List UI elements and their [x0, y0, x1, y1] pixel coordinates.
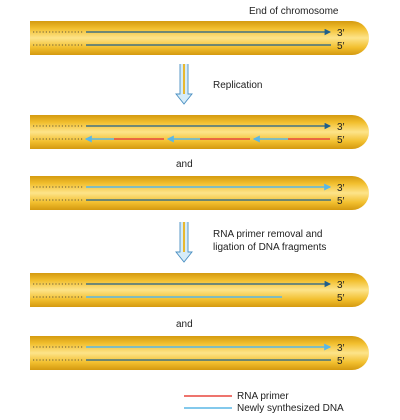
chromosome-daughter-leading: 3′ 5′ — [30, 176, 369, 210]
three-prime-label: 3′ — [337, 343, 345, 354]
three-prime-label: 3′ — [337, 28, 345, 39]
five-prime-label: 5′ — [337, 293, 345, 304]
title-end-of-chromosome: End of chromosome — [249, 6, 339, 17]
five-prime-label: 5′ — [337, 135, 345, 146]
three-prime-label: 3′ — [337, 280, 345, 291]
five-prime-label: 5′ — [337, 196, 345, 207]
five-prime-label: 5′ — [337, 41, 345, 52]
three-prime-label: 3′ — [337, 183, 345, 194]
legend-label-new-dna: Newly synthesized DNA — [237, 403, 344, 414]
chromosome-original: 3′ 5′ — [30, 21, 369, 55]
step-arrow-replication — [175, 64, 193, 105]
step-label-primer-removal-line1: RNA primer removal and — [213, 229, 322, 240]
legend-label-rna-primer: RNA primer — [237, 391, 289, 402]
legend: RNA primer Newly synthesized DNA — [184, 391, 344, 414]
three-prime-label: 3′ — [337, 122, 345, 133]
step-arrow-primer-removal — [175, 222, 193, 263]
and-label: and — [176, 319, 193, 330]
five-prime-label: 5′ — [337, 356, 345, 367]
step-label-replication: Replication — [213, 80, 262, 91]
step-label-primer-removal-line2: ligation of DNA fragments — [213, 242, 326, 253]
and-label: and — [176, 159, 193, 170]
chromosome-complete: 3′ 5′ — [30, 336, 369, 370]
chromosome-shortened: 3′ 5′ — [30, 273, 369, 307]
chromosome-daughter-lagging: 3′ 5′ — [30, 115, 369, 149]
